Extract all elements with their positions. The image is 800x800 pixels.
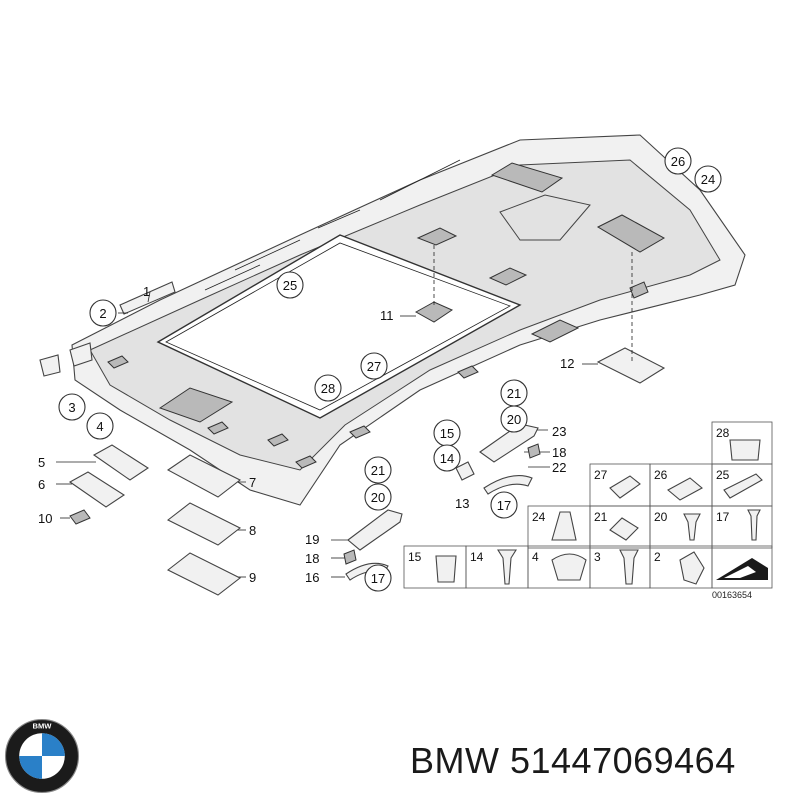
part-6-shape bbox=[68, 471, 126, 508]
table-label-4: 4 bbox=[532, 550, 539, 564]
table-label-17: 17 bbox=[716, 510, 730, 524]
svg-text:17: 17 bbox=[497, 498, 511, 513]
screw-3-glyph bbox=[619, 549, 639, 585]
label-10: 10 bbox=[38, 511, 52, 526]
svg-text:4: 4 bbox=[96, 419, 103, 434]
svg-text:21: 21 bbox=[507, 386, 521, 401]
table-label-21: 21 bbox=[594, 510, 608, 524]
label-18-right: 18 bbox=[552, 445, 566, 460]
parts-table: 28 27 26 25 24 21 20 17 15 14 4 3 2 0016… bbox=[403, 421, 773, 600]
sunvisor-parts bbox=[68, 444, 242, 596]
label-7: 7 bbox=[249, 475, 256, 490]
table-label-15: 15 bbox=[408, 550, 422, 564]
drawing-code: 00163654 bbox=[712, 590, 752, 600]
clip-24-glyph bbox=[551, 511, 577, 541]
part-10-shape bbox=[69, 509, 91, 525]
svg-text:2: 2 bbox=[99, 306, 106, 321]
clip-28-glyph bbox=[729, 439, 761, 461]
label-23: 23 bbox=[552, 424, 566, 439]
callout-26: 26 bbox=[664, 147, 692, 175]
clip-21-glyph bbox=[609, 517, 639, 541]
part-9-shape bbox=[166, 552, 242, 596]
label-18-left: 18 bbox=[305, 551, 319, 566]
label-13: 13 bbox=[455, 496, 469, 511]
clip-2-glyph bbox=[679, 551, 705, 585]
callout-3: 3 bbox=[58, 393, 86, 421]
table-label-25: 25 bbox=[716, 468, 730, 482]
label-12: 12 bbox=[560, 356, 574, 371]
callout-21-left: 21 bbox=[364, 456, 392, 484]
part-5-shape bbox=[92, 444, 150, 481]
part-8-shape bbox=[166, 502, 242, 546]
callout-20-right: 20 bbox=[500, 405, 528, 433]
screw-14-glyph bbox=[497, 549, 517, 585]
svg-text:27: 27 bbox=[367, 359, 381, 374]
label-16: 16 bbox=[305, 570, 319, 585]
svg-text:3: 3 bbox=[68, 400, 75, 415]
svg-text:BMW: BMW bbox=[33, 722, 53, 731]
screw-20-glyph bbox=[683, 513, 701, 541]
label-5: 5 bbox=[38, 455, 45, 470]
callout-21-right: 21 bbox=[500, 379, 528, 407]
svg-text:20: 20 bbox=[371, 490, 385, 505]
table-label-2: 2 bbox=[654, 550, 661, 564]
callout-17-left: 17 bbox=[364, 564, 392, 592]
svg-text:21: 21 bbox=[371, 463, 385, 478]
table-label-20: 20 bbox=[654, 510, 668, 524]
callout-2: 2 bbox=[89, 299, 117, 327]
clip-27-glyph bbox=[609, 475, 641, 499]
callout-4: 4 bbox=[86, 412, 114, 440]
clip-26-glyph bbox=[667, 477, 703, 501]
table-label-27: 27 bbox=[594, 468, 608, 482]
table-label-3: 3 bbox=[594, 550, 601, 564]
svg-text:28: 28 bbox=[321, 381, 335, 396]
callout-28: 28 bbox=[314, 374, 342, 402]
callout-24: 24 bbox=[694, 165, 722, 193]
callout-17-right: 17 bbox=[490, 491, 518, 519]
callout-15: 15 bbox=[433, 419, 461, 447]
label-22: 22 bbox=[552, 460, 566, 475]
svg-text:15: 15 bbox=[440, 426, 454, 441]
callout-20-left: 20 bbox=[364, 483, 392, 511]
label-6: 6 bbox=[38, 477, 45, 492]
svg-text:26: 26 bbox=[671, 154, 685, 169]
label-8: 8 bbox=[249, 523, 256, 538]
bmw-logo: BMW bbox=[4, 718, 80, 794]
table-label-24: 24 bbox=[532, 510, 546, 524]
label-11: 11 bbox=[380, 308, 394, 323]
label-9: 9 bbox=[249, 570, 256, 585]
clip-15-glyph bbox=[435, 555, 457, 583]
svg-text:25: 25 bbox=[283, 278, 297, 293]
grab-handle-right bbox=[455, 423, 541, 495]
part-number-caption: BMW 51447069464 bbox=[410, 740, 736, 781]
circled-callouts: 2 3 4 25 26 24 27 28 21 20 17 21 20 15 1… bbox=[58, 147, 722, 592]
screw-17-glyph bbox=[747, 509, 761, 541]
svg-text:20: 20 bbox=[507, 412, 521, 427]
label-19: 19 bbox=[305, 532, 319, 547]
callout-27: 27 bbox=[360, 352, 388, 380]
label-1: 1 bbox=[143, 284, 150, 299]
callout-25: 25 bbox=[276, 271, 304, 299]
part-7-shape bbox=[166, 454, 242, 498]
table-label-28: 28 bbox=[716, 426, 730, 440]
table-label-14: 14 bbox=[470, 550, 484, 564]
svg-text:14: 14 bbox=[440, 451, 454, 466]
headliner bbox=[39, 134, 746, 506]
table-label-26: 26 bbox=[654, 468, 668, 482]
svg-text:24: 24 bbox=[701, 172, 715, 187]
svg-text:17: 17 bbox=[371, 571, 385, 586]
callout-14: 14 bbox=[433, 444, 461, 472]
clip-25-glyph bbox=[723, 473, 763, 499]
part-labels: 1 5 6 10 7 8 9 11 12 19 18 16 13 23 18 2… bbox=[38, 284, 574, 585]
clip-4-glyph bbox=[551, 553, 587, 581]
